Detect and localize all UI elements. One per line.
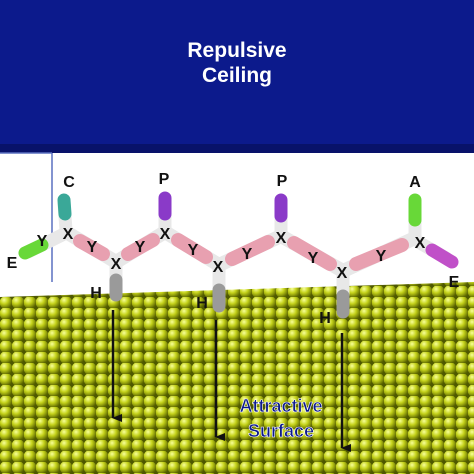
box-frame: [0, 152, 53, 282]
label-x-1: X: [63, 226, 74, 243]
label-x-6: X: [337, 265, 348, 282]
ceiling-panel: [0, 0, 474, 153]
attractive-surface: [0, 282, 474, 474]
label-p-2: P: [277, 173, 288, 190]
label-h-2: H: [196, 295, 208, 312]
label-x-5: X: [276, 230, 287, 247]
attraction-arrows: [111, 310, 351, 452]
label-y-5: Y: [242, 246, 253, 263]
surface-label: Attractive Surface: [239, 396, 323, 442]
e-group-right: [425, 243, 459, 269]
c-group: [57, 193, 72, 221]
label-y-2: Y: [87, 239, 98, 256]
ceiling-label-line2: Ceiling: [202, 64, 272, 87]
label-y-1: Y: [37, 233, 48, 250]
label-p-1: P: [159, 171, 170, 188]
label-y-6: Y: [308, 250, 319, 267]
polymer-chain: [18, 191, 459, 319]
repulsive-ceiling: Repulsive Ceiling: [0, 0, 474, 153]
surface-spheres: [0, 282, 474, 474]
backbone-y-segments: [73, 233, 409, 271]
label-x-7: X: [415, 235, 426, 252]
backbone: [59, 225, 422, 278]
surface-label-line2: Surface: [248, 421, 314, 441]
label-y-7: Y: [376, 248, 387, 265]
label-c: C: [63, 174, 75, 191]
label-a: A: [409, 174, 421, 191]
label-x-3: X: [160, 226, 171, 243]
label-e-right: E: [449, 274, 460, 291]
label-x-2: X: [111, 256, 122, 273]
ceiling-label-line1: Repulsive: [187, 39, 286, 62]
ceiling-edge: [0, 144, 474, 153]
label-e-left: E: [7, 255, 18, 272]
label-x-4: X: [213, 259, 224, 276]
label-y-3: Y: [135, 239, 146, 256]
label-h-3: H: [319, 310, 331, 327]
surface-label-line1: Attractive: [239, 396, 322, 416]
label-h-1: H: [90, 285, 102, 302]
label-y-4: Y: [188, 242, 199, 259]
atom-labels: C E P P A E Y X Y X Y X Y X Y X Y X Y X …: [7, 171, 460, 327]
e-group-left: [18, 238, 49, 260]
